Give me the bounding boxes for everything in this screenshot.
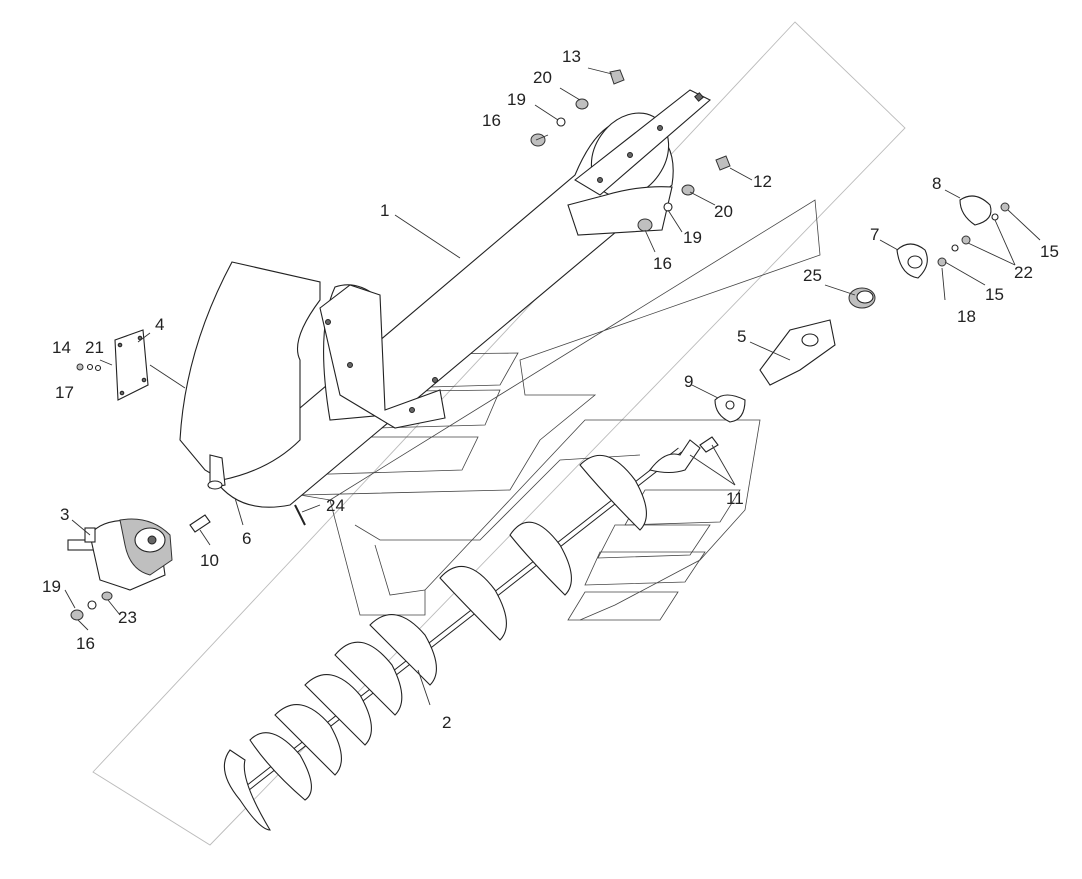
- label-17: 17: [55, 383, 74, 402]
- label-10: 10: [200, 551, 219, 570]
- label-9: 9: [684, 372, 693, 391]
- label-15a: 15: [1040, 242, 1059, 261]
- label-23: 23: [118, 608, 137, 627]
- part-labels: 1 2 3 4 5 6 7 8 9 10 11 12 13 14 15 15 1…: [42, 47, 1059, 732]
- label-7: 7: [870, 225, 879, 244]
- label-25: 25: [803, 266, 822, 285]
- label-16a: 16: [482, 111, 501, 130]
- label-20a: 20: [533, 68, 552, 87]
- motor-part-3: [67, 518, 173, 591]
- label-15b: 15: [985, 285, 1004, 304]
- label-4: 4: [155, 315, 164, 334]
- label-14: 14: [52, 338, 71, 357]
- label-5: 5: [737, 327, 746, 346]
- collar-part-6: [179, 261, 321, 490]
- label-22: 22: [1014, 263, 1033, 282]
- cover-plate-part-4: [114, 329, 149, 401]
- label-24: 24: [326, 496, 345, 515]
- label-19c: 19: [42, 577, 61, 596]
- label-11: 11: [726, 489, 744, 508]
- label-12: 12: [753, 172, 772, 191]
- label-3: 3: [60, 505, 69, 524]
- leader-lines: [64, 67, 1041, 706]
- label-2: 2: [442, 713, 451, 732]
- tube-part-1: [214, 89, 711, 508]
- hardware: [70, 69, 1010, 621]
- label-13: 13: [562, 47, 581, 66]
- label-1: 1: [380, 201, 389, 220]
- label-19a: 19: [507, 90, 526, 109]
- label-16c: 16: [76, 634, 95, 653]
- label-16b: 16: [653, 254, 672, 273]
- label-18: 18: [957, 307, 976, 326]
- label-19b: 19: [683, 228, 702, 247]
- label-8: 8: [932, 174, 941, 193]
- label-6: 6: [242, 529, 251, 548]
- label-20b: 20: [714, 202, 733, 221]
- auger-part-2: [223, 439, 701, 831]
- label-21: 21: [85, 338, 104, 357]
